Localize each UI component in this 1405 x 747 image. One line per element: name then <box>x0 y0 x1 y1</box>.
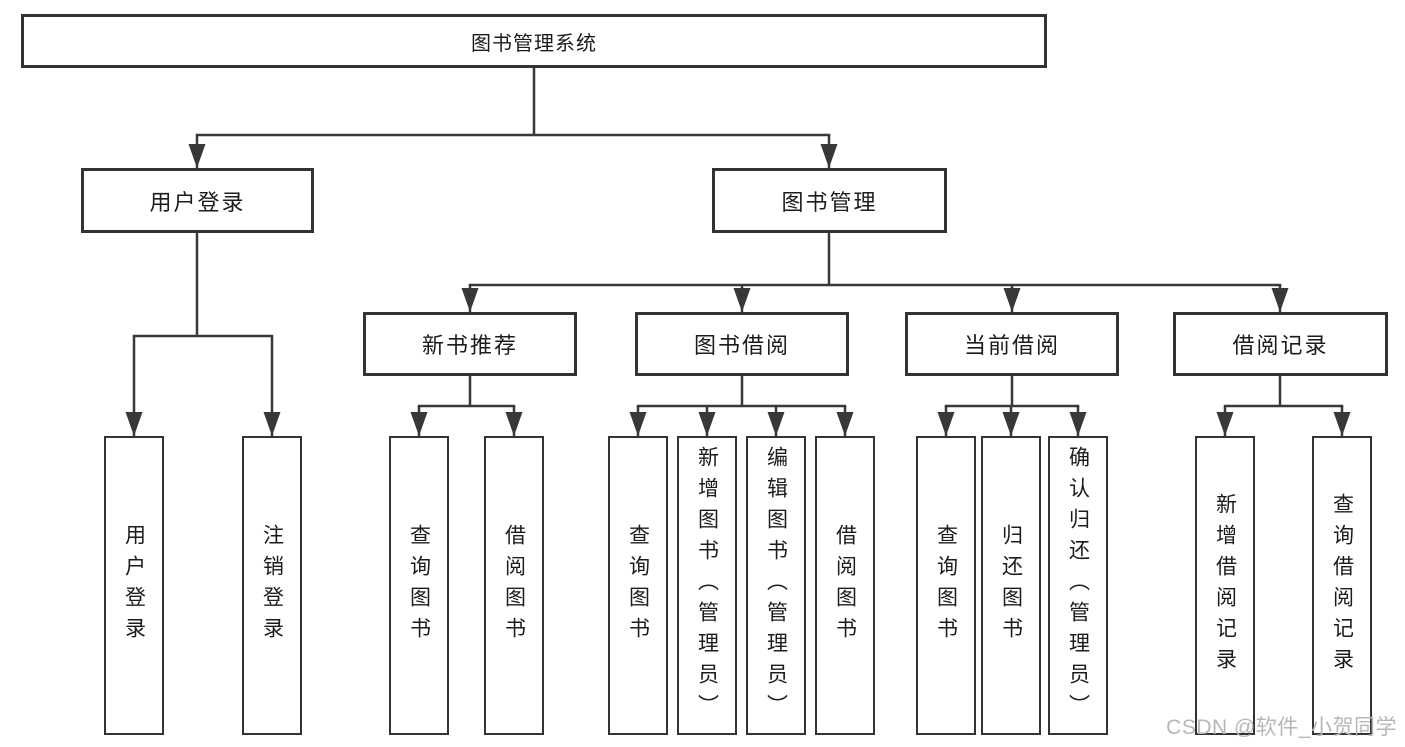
leaf-query-book-a: 查询图书 <box>389 436 449 735</box>
leaf-borrow-book-b: 借阅图书 <box>815 436 875 735</box>
node-borrow-records: 借阅记录 <box>1173 312 1388 376</box>
leaf-edit-book-admin-label: 编辑图书（管理员） <box>764 446 788 725</box>
node-new-book-recommend-label: 新书推荐 <box>421 333 518 358</box>
leaf-query-borrow-record: 查询借阅记录 <box>1312 436 1372 735</box>
leaf-return-book: 归还图书 <box>981 436 1041 735</box>
connector-book-management-split <box>468 231 1282 287</box>
leaf-borrow-book-a: 借阅图书 <box>484 436 544 735</box>
node-root-label: 图书管理系统 <box>471 32 597 55</box>
connector-user-login-split <box>132 231 274 338</box>
leaf-query-book-b-label: 查询图书 <box>626 523 650 648</box>
leaf-confirm-return-admin-label: 确认归还（管理员） <box>1066 446 1090 725</box>
node-book-management: 图书管理 <box>712 168 947 233</box>
node-current-borrow: 当前借阅 <box>905 312 1119 376</box>
leaf-user-login-label: 用户登录 <box>122 523 146 648</box>
connector-new-book-split <box>417 374 516 408</box>
leaf-query-book-c: 查询图书 <box>916 436 976 735</box>
leaf-add-book-admin: 新增图书（管理员） <box>677 436 737 735</box>
node-user-login: 用户登录 <box>81 168 314 233</box>
node-current-borrow-label: 当前借阅 <box>963 333 1060 358</box>
leaf-borrow-book-a-label: 借阅图书 <box>502 523 526 648</box>
connector-root-split <box>195 66 831 137</box>
node-borrow-records-label: 借阅记录 <box>1232 333 1329 358</box>
node-book-management-label: 图书管理 <box>781 189 878 215</box>
leaf-edit-book-admin: 编辑图书（管理员） <box>746 436 806 735</box>
node-user-login-label: 用户登录 <box>149 189 246 215</box>
leaf-query-book-b: 查询图书 <box>608 436 668 735</box>
leaf-user-login: 用户登录 <box>104 436 164 735</box>
leaf-add-borrow-record-label: 新增借阅记录 <box>1213 492 1237 679</box>
leaf-confirm-return-admin: 确认归还（管理员） <box>1048 436 1108 735</box>
leaf-logout-label: 注销登录 <box>260 523 284 648</box>
leaf-query-book-c-label: 查询图书 <box>934 523 958 648</box>
connector-borrow-records-split <box>1223 374 1344 408</box>
node-root: 图书管理系统 <box>21 14 1047 68</box>
node-new-book-recommend: 新书推荐 <box>363 312 577 376</box>
node-book-borrow-label: 图书借阅 <box>693 333 790 358</box>
leaf-return-book-label: 归还图书 <box>999 523 1023 648</box>
leaf-borrow-book-b-label: 借阅图书 <box>833 523 857 648</box>
node-book-borrow: 图书借阅 <box>635 312 849 376</box>
leaf-query-borrow-record-label: 查询借阅记录 <box>1330 492 1354 679</box>
connector-book-borrow-split <box>636 374 847 408</box>
leaf-query-book-a-label: 查询图书 <box>407 523 431 648</box>
leaf-add-book-admin-label: 新增图书（管理员） <box>695 446 719 725</box>
leaf-add-borrow-record: 新增借阅记录 <box>1195 436 1255 735</box>
connector-current-borrow-split <box>944 374 1080 408</box>
leaf-logout: 注销登录 <box>242 436 302 735</box>
